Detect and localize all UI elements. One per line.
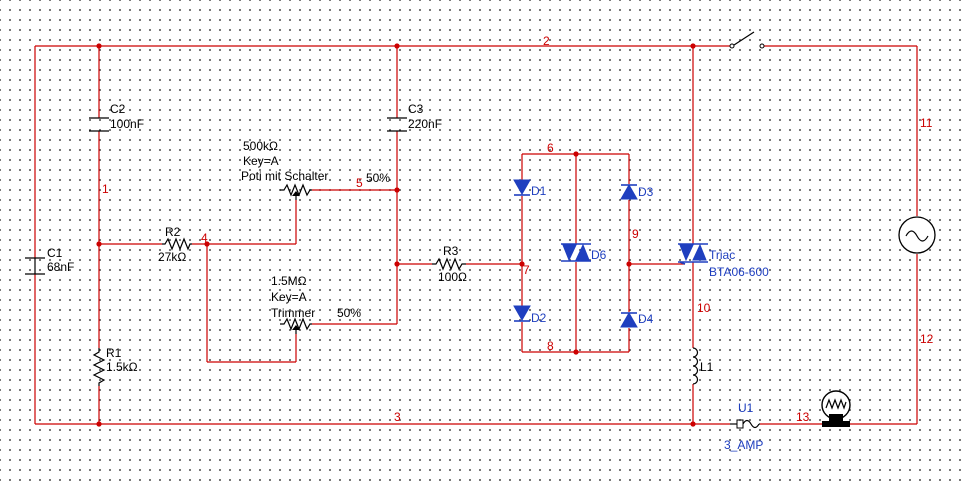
- junction-dot: [394, 261, 400, 267]
- node-label-8: 8: [547, 339, 554, 353]
- d2-ref-label: D2: [531, 311, 547, 325]
- d6-ref-label: D6: [591, 248, 607, 262]
- node-label-10: 10: [697, 301, 711, 315]
- trimmer-name-label: Trimmer: [271, 306, 315, 320]
- r3-value-label: 100Ω: [438, 270, 467, 284]
- switch-lever: [733, 31, 755, 46]
- junction-dot: [96, 241, 102, 247]
- diac-d6[interactable]: [561, 243, 591, 262]
- fuse-u1[interactable]: [730, 419, 760, 429]
- node-label-4: 4: [201, 231, 208, 245]
- triac-ref-label: Triac: [709, 248, 735, 262]
- resistor-r2[interactable]: [162, 237, 192, 251]
- inductor-l1[interactable]: [692, 347, 699, 385]
- c1-ref-label: C1: [47, 246, 63, 260]
- pot-key-label: Key=A: [243, 154, 279, 168]
- diode-d1[interactable]: [513, 179, 531, 196]
- junction-dot: [96, 421, 102, 427]
- switch-contact-left: [729, 43, 735, 49]
- d3-ref-label: D3: [638, 185, 654, 199]
- ac-source[interactable]: [898, 216, 936, 254]
- trimmer-wiper-arrow: [292, 325, 300, 330]
- c3-ref-label: C3: [408, 102, 424, 116]
- trimmer-key-label: Key=A: [271, 290, 307, 304]
- junction-dot: [690, 421, 696, 427]
- node-label-3: 3: [394, 410, 401, 424]
- node-label-12: 12: [920, 332, 934, 346]
- node-label-9: 9: [632, 227, 639, 241]
- capacitor-c2[interactable]: [89, 117, 109, 132]
- resistor-r1[interactable]: [92, 348, 106, 386]
- lamp[interactable]: [821, 390, 851, 427]
- capacitor-c1[interactable]: [25, 257, 45, 275]
- resistor-r3[interactable]: [432, 257, 466, 271]
- triac-part-label: BTA06-600: [709, 265, 769, 279]
- switch-contact-right: [759, 43, 765, 49]
- node-labels: 2 3 1 4 5 6 7 8 9 10 11 12 13: [102, 34, 934, 424]
- triac-bta06[interactable]: [678, 243, 708, 265]
- junction-dot: [519, 261, 525, 267]
- potentiometer-500k[interactable]: [280, 183, 312, 200]
- r3-ref-label: R3: [443, 244, 459, 258]
- c2-value-label: 100nF: [110, 117, 144, 131]
- r2-ref-label: R2: [165, 225, 181, 239]
- junction-dot: [394, 187, 400, 193]
- node-label-7: 7: [523, 263, 530, 277]
- junction-dot: [96, 43, 102, 49]
- junction-dot: [573, 349, 579, 355]
- node-label-2: 2: [543, 34, 550, 48]
- junctions: [96, 43, 696, 427]
- c3-value-label: 220nF: [408, 117, 442, 131]
- wires: [34, 45, 918, 425]
- pot-wiper-arrow: [292, 191, 300, 196]
- trimmer-value-label: 1.5MΩ: [271, 274, 307, 288]
- diode-d3[interactable]: [620, 183, 638, 200]
- trimmer-percent-label: 50%: [337, 306, 361, 320]
- junction-dot: [626, 261, 632, 267]
- c1-value-label: 68nF: [47, 260, 74, 274]
- c2-ref-label: C2: [110, 102, 126, 116]
- d1-ref-label: D1: [531, 184, 547, 198]
- diode-d2[interactable]: [513, 305, 531, 322]
- node-label-13: 13: [796, 410, 810, 424]
- part-labels: C1 68nF C2 100nF C3 220nF R1 1.5kΩ R2 27…: [47, 102, 769, 452]
- node-label-11: 11: [920, 116, 933, 130]
- pot-percent-label: 50%: [366, 171, 390, 185]
- main-switch[interactable]: [729, 31, 765, 49]
- u1-ref-label: U1: [738, 401, 754, 415]
- junction-dot: [204, 241, 210, 247]
- junction-dot: [690, 43, 696, 49]
- capacitor-c3[interactable]: [387, 117, 407, 132]
- junction-dot: [394, 43, 400, 49]
- r1-ref-label: R1: [106, 346, 122, 360]
- diode-d4[interactable]: [620, 311, 638, 328]
- node-label-6: 6: [547, 141, 554, 155]
- d4-ref-label: D4: [638, 312, 654, 326]
- l1-ref-label: L1: [700, 360, 714, 374]
- junction-dot: [573, 151, 579, 157]
- u1-value-label: 3_AMP: [724, 438, 763, 452]
- pot-value-label: 500kΩ: [243, 139, 278, 153]
- node-label-5: 5: [356, 176, 363, 190]
- r1-value-label: 1.5kΩ: [106, 360, 138, 374]
- node-label-1: 1: [102, 182, 109, 196]
- r2-value-label: 27kΩ: [158, 250, 186, 264]
- trimmer-1-5m[interactable]: [280, 317, 312, 334]
- pot-name-label: Poti mit Schalter: [241, 169, 328, 183]
